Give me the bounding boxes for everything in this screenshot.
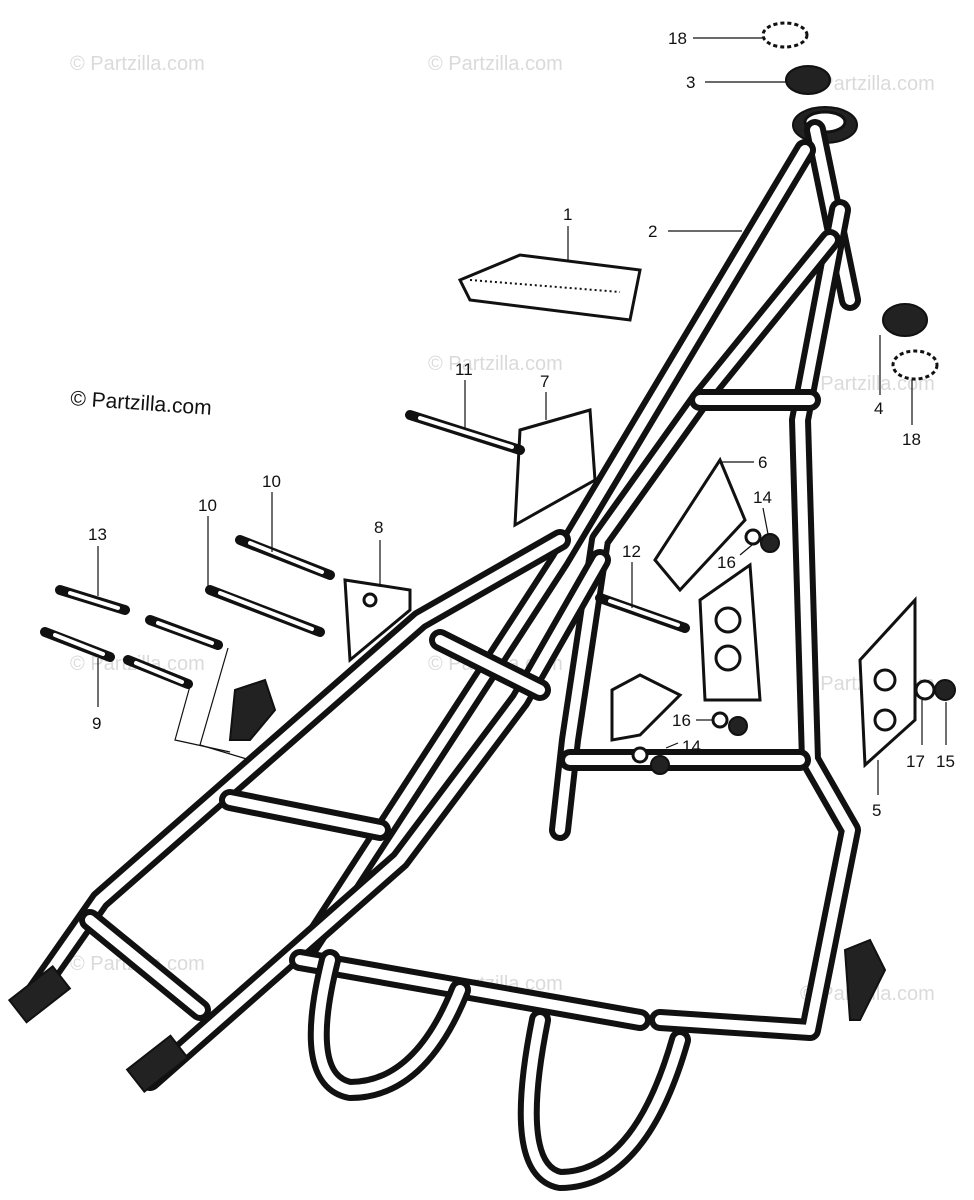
bracket-8 xyxy=(343,578,412,664)
nut-14 xyxy=(760,533,780,553)
callout-1: 1 xyxy=(563,205,572,262)
callout-label: 10 xyxy=(262,472,281,491)
callout-label: 8 xyxy=(374,518,383,537)
callout-label: 12 xyxy=(622,542,641,561)
callout-2: 2 xyxy=(648,222,742,241)
steering-nut xyxy=(785,65,831,95)
callout-label: 4 xyxy=(874,399,883,418)
side-nut xyxy=(882,303,928,337)
nut-15 xyxy=(934,679,956,701)
bracket-7 xyxy=(513,408,597,528)
rear-end-left xyxy=(7,964,72,1024)
washer-16 xyxy=(711,711,729,729)
nut-14 xyxy=(728,716,748,736)
callout-10-upper: 10 xyxy=(262,472,281,552)
frame-drawing xyxy=(7,106,861,1191)
rubber-mount-lower xyxy=(843,938,887,1021)
callout-label: 18 xyxy=(668,29,687,48)
callout-5: 5 xyxy=(872,760,881,820)
callout-11: 11 xyxy=(455,360,473,428)
callout-7: 7 xyxy=(540,372,549,420)
callout-label: 16 xyxy=(672,711,691,730)
watermark: © Partzilla.com xyxy=(800,73,935,95)
callout-label: 18 xyxy=(902,430,921,449)
callout-16-upper: 16 xyxy=(717,544,753,572)
callout-9: 9 xyxy=(92,658,101,733)
loose-parts xyxy=(40,21,956,1021)
callout-label: 13 xyxy=(88,525,107,544)
watermark: © Partzilla.com xyxy=(428,53,563,75)
callout-13: 13 xyxy=(88,525,107,596)
callout-label: 15 xyxy=(936,752,955,771)
callout-label: 11 xyxy=(455,360,473,379)
callout-label: 7 xyxy=(540,372,549,391)
bracket-lower xyxy=(610,673,683,742)
callout-12: 12 xyxy=(622,542,641,608)
callout-18-top: 18 xyxy=(668,29,762,48)
callout-label: 16 xyxy=(717,553,736,572)
callout-15: 15 xyxy=(936,702,955,771)
callout-label: 1 xyxy=(563,205,572,224)
washer-16 xyxy=(631,746,649,764)
rubber-mount xyxy=(228,678,277,741)
lock-washer-side xyxy=(891,349,939,381)
callout-3: 3 xyxy=(686,73,786,92)
lock-washer-top xyxy=(761,21,809,49)
callout-label: 10 xyxy=(198,496,217,515)
callout-14-upper: 14 xyxy=(753,488,772,535)
callout-label: 9 xyxy=(92,714,101,733)
watermark: © Partzilla.com xyxy=(428,353,563,375)
watermark: © Partzilla.com xyxy=(800,373,935,395)
callout-14-lower: 14 xyxy=(665,737,701,756)
callout-label: 14 xyxy=(753,488,772,507)
washer-16 xyxy=(744,528,762,546)
callout-16-lower: 16 xyxy=(672,711,712,730)
callout-label: 3 xyxy=(686,73,695,92)
callout-8: 8 xyxy=(374,518,383,585)
callout-labels: 18 3 2 1 4 18 11 7 xyxy=(88,29,955,820)
nut-14 xyxy=(650,755,670,775)
callout-4: 4 xyxy=(874,335,883,418)
callout-18-side: 18 xyxy=(902,380,921,449)
callout-label: 17 xyxy=(906,752,925,771)
callout-label: 2 xyxy=(648,222,657,241)
copyright-label: © Partzilla.com xyxy=(70,387,213,420)
tool-tray xyxy=(457,253,642,322)
washer-17 xyxy=(914,679,936,701)
watermark: © Partzilla.com xyxy=(70,53,205,75)
rear-end-right xyxy=(125,1034,190,1094)
callout-10-lower: 10 xyxy=(198,496,217,586)
callout-label: 6 xyxy=(758,453,767,472)
callout-6: 6 xyxy=(722,453,767,472)
callout-label: 5 xyxy=(872,801,881,820)
callout-17: 17 xyxy=(906,700,925,771)
bracket-6 xyxy=(653,456,747,593)
callout-label: 14 xyxy=(682,737,701,756)
